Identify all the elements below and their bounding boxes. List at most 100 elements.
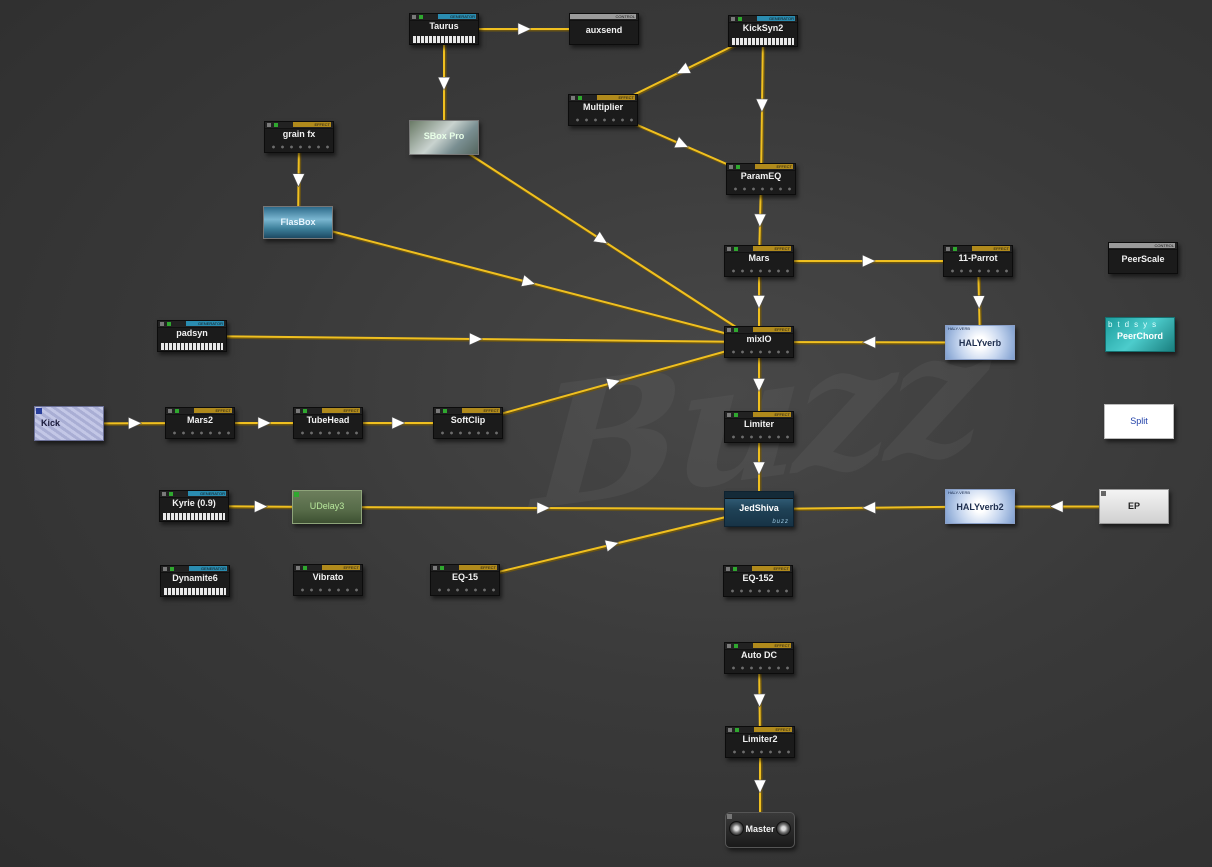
mute-led[interactable] xyxy=(1101,491,1106,496)
wire-arrow[interactable] xyxy=(292,173,305,188)
machine-grain-fx[interactable]: EFFECT grain fx xyxy=(264,121,334,153)
wire-kicksyn2-to-parameq[interactable] xyxy=(755,30,769,181)
wire-arrow[interactable] xyxy=(520,274,537,290)
mute-led[interactable] xyxy=(162,492,166,496)
wire-halyverb-to-mixio[interactable] xyxy=(758,335,982,349)
mute-led[interactable] xyxy=(727,413,731,417)
mute-led[interactable] xyxy=(571,96,575,100)
machine-11-parrot[interactable]: EFFECT 11-Parrot xyxy=(943,245,1013,277)
mute-led[interactable] xyxy=(36,408,42,414)
mute-led[interactable] xyxy=(160,322,164,326)
machine-peerchord[interactable]: btdsys PeerChord xyxy=(1105,317,1175,352)
wire-halyverb2-to-jedshiva[interactable] xyxy=(758,501,982,515)
machine-parameq[interactable]: EFFECT ParamEQ xyxy=(726,163,796,195)
wire-arrow[interactable] xyxy=(753,693,766,708)
machine-tubehead[interactable]: EFFECT TubeHead xyxy=(293,407,363,439)
machine-ep[interactable]: EP xyxy=(1099,489,1169,524)
active-led[interactable] xyxy=(170,567,174,571)
machine-master[interactable]: Master xyxy=(725,812,795,848)
mute-led[interactable] xyxy=(727,328,731,332)
wire-arrow[interactable] xyxy=(753,779,767,794)
wire-arrow[interactable] xyxy=(673,136,691,153)
mute-led[interactable] xyxy=(296,409,300,413)
wire-sbox_pro-to-mixio[interactable] xyxy=(443,136,761,345)
machine-mars2[interactable]: EFFECT Mars2 xyxy=(165,407,235,439)
mute-led[interactable] xyxy=(727,814,732,819)
wire-arrow[interactable] xyxy=(972,295,986,310)
machine-vibrato[interactable]: EFFECT Vibrato xyxy=(293,564,363,596)
active-led[interactable] xyxy=(303,409,307,413)
mute-led[interactable] xyxy=(433,566,437,570)
active-led[interactable] xyxy=(734,328,738,332)
machine-mixio[interactable]: EFFECT mixIO xyxy=(724,326,794,358)
mute-led[interactable] xyxy=(412,15,416,19)
active-led[interactable] xyxy=(734,247,738,251)
machine-kick[interactable]: Kick xyxy=(34,406,104,441)
active-led[interactable] xyxy=(735,728,739,732)
wire-arrow[interactable] xyxy=(257,416,272,430)
wire-flasbox-to-mixio[interactable] xyxy=(297,221,761,345)
wire-arrow[interactable] xyxy=(861,501,876,515)
wire-softclip-to-mixio[interactable] xyxy=(467,341,761,426)
machine-jedshiva[interactable]: JedShiva buzz xyxy=(724,491,794,527)
active-led[interactable] xyxy=(734,413,738,417)
wire-arrow[interactable] xyxy=(752,295,766,310)
machine-halyverb2[interactable]: HALY-VERB HALYverb2 xyxy=(945,489,1015,524)
machine-kicksyn2[interactable]: GENERATOR KickSyn2 xyxy=(728,15,798,47)
machine-peerscale[interactable]: CONTROL PeerScale xyxy=(1108,242,1178,274)
machine-halyverb[interactable]: HALY-VERB HALYverb xyxy=(945,325,1015,360)
machine-multiplier[interactable]: EFFECT Multiplier xyxy=(568,94,638,126)
wire-arrow[interactable] xyxy=(517,22,532,36)
machine-flasbox[interactable]: FlasBox xyxy=(263,206,333,239)
wire-arrow[interactable] xyxy=(1049,500,1064,513)
mute-led[interactable] xyxy=(296,566,300,570)
machine-dynamite6[interactable]: GENERATOR Dynamite6 xyxy=(160,565,230,597)
wire-arrow[interactable] xyxy=(752,378,766,393)
active-led[interactable] xyxy=(578,96,582,100)
active-led[interactable] xyxy=(175,409,179,413)
mute-led[interactable] xyxy=(726,567,730,571)
machine-udelay3[interactable]: UDelay3 xyxy=(292,490,362,524)
active-led[interactable] xyxy=(734,644,738,648)
active-led[interactable] xyxy=(443,409,447,413)
wire-arrow[interactable] xyxy=(254,500,269,513)
wire-arrow[interactable] xyxy=(605,375,622,391)
machine-split[interactable]: Split xyxy=(1104,404,1174,439)
wire-arrow[interactable] xyxy=(861,335,876,349)
wire-arrow[interactable] xyxy=(753,213,767,228)
wire-arrow[interactable] xyxy=(469,332,484,346)
wire-arrow[interactable] xyxy=(128,416,143,430)
active-led[interactable] xyxy=(294,492,299,497)
mute-led[interactable] xyxy=(163,567,167,571)
active-led[interactable] xyxy=(440,566,444,570)
mute-led[interactable] xyxy=(727,644,731,648)
machine-mars[interactable]: EFFECT Mars xyxy=(724,245,794,277)
mute-led[interactable] xyxy=(168,409,172,413)
wire-arrow[interactable] xyxy=(752,461,766,476)
active-led[interactable] xyxy=(733,567,737,571)
active-led[interactable] xyxy=(167,322,171,326)
active-led[interactable] xyxy=(736,165,740,169)
wire-arrow[interactable] xyxy=(391,416,406,430)
active-led[interactable] xyxy=(169,492,173,496)
machine-eq-152[interactable]: EFFECT EQ-152 xyxy=(723,565,793,597)
wire-udelay3-to-jedshiva[interactable] xyxy=(326,501,761,515)
wire-arrow[interactable] xyxy=(674,62,692,79)
mute-led[interactable] xyxy=(728,728,732,732)
wire-arrow[interactable] xyxy=(592,230,610,248)
wire-mars-to-parrot[interactable] xyxy=(759,254,979,268)
wire-eq15-to-jedshiva[interactable] xyxy=(464,508,761,583)
mute-led[interactable] xyxy=(436,409,440,413)
active-led[interactable] xyxy=(419,15,423,19)
wire-arrow[interactable] xyxy=(604,537,620,553)
machine-sbox-pro[interactable]: SBox Pro xyxy=(409,120,479,155)
active-led[interactable] xyxy=(738,17,742,21)
machine-taurus[interactable]: GENERATOR Taurus xyxy=(409,13,479,45)
mute-led[interactable] xyxy=(727,247,731,251)
wire-arrow[interactable] xyxy=(437,77,451,91)
active-led[interactable] xyxy=(303,566,307,570)
mute-led[interactable] xyxy=(267,123,271,127)
machine-auto-dc[interactable]: EFFECT Auto DC xyxy=(724,642,794,674)
mute-led[interactable] xyxy=(731,17,735,21)
machine-softclip[interactable]: EFFECT SoftClip xyxy=(433,407,503,439)
